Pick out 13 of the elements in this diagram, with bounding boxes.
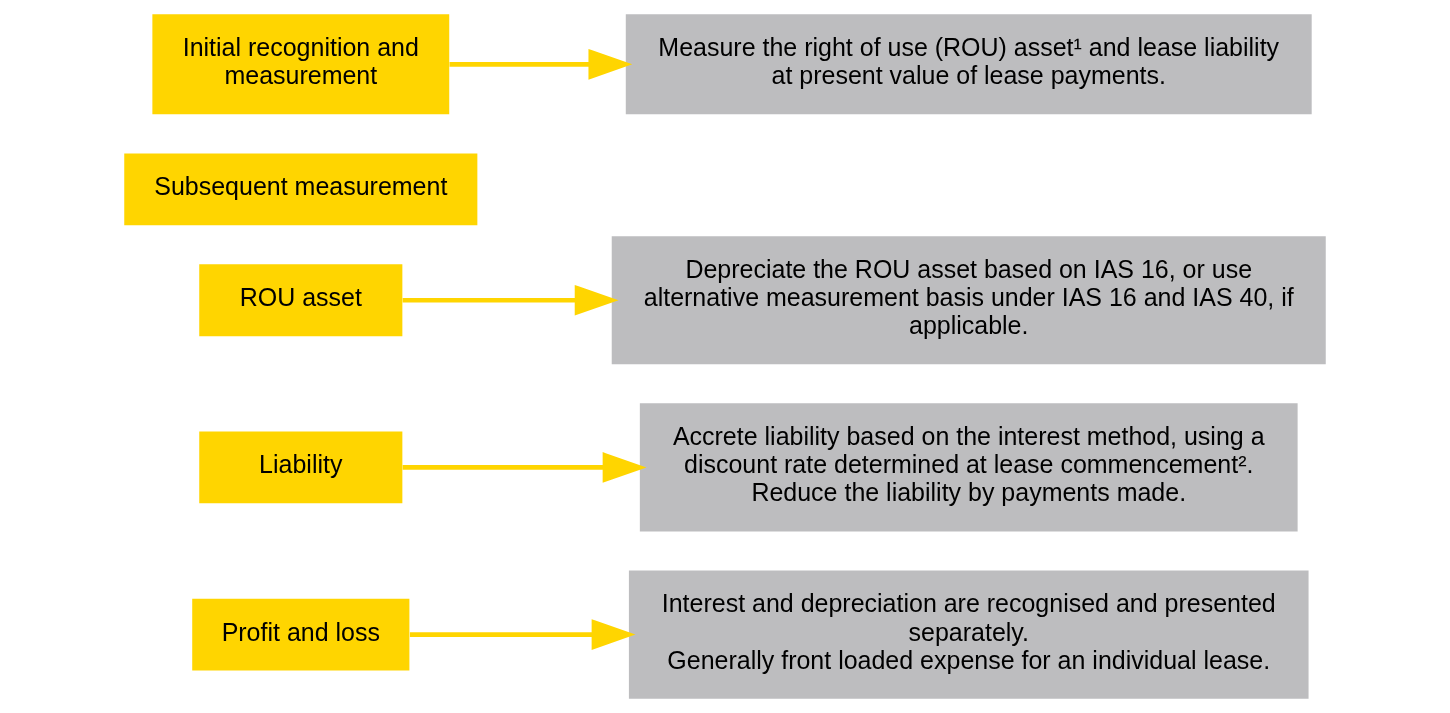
node-box: ROU asset [199, 264, 403, 337]
arrow [449, 49, 633, 80]
node-box: Profit and loss [192, 598, 410, 671]
arrow [409, 619, 636, 650]
node-box: Subsequent measurement [124, 153, 478, 226]
node-box: Measure the right of use (ROU) asset¹ and lease liability at present value of lease payments. [625, 14, 1312, 115]
node-box: Initial recognition and measurement [152, 14, 450, 115]
arrow [402, 452, 647, 483]
node-box: Interest and depreciation are recognised and presented separately. Generally front loaded expense for an individual lease. [628, 570, 1309, 699]
node-box: Liability [199, 431, 403, 504]
arrow [402, 284, 619, 316]
node-box: Accrete liability based on the interest method, using a discount rate determined at lease commencement². Reduce the liability by payments made. [639, 403, 1298, 532]
node-box: Depreciate the ROU asset based on IAS 16, or use alternative measurement basis under IAS 16 and IAS 40, if applicable. [611, 236, 1326, 365]
